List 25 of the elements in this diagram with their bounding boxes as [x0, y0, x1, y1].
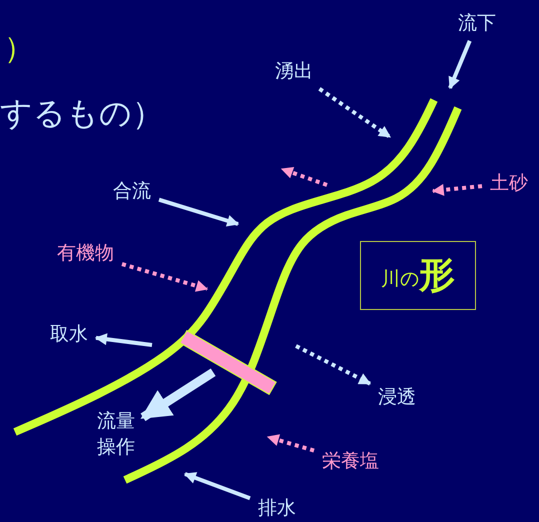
- arrow: [140, 368, 216, 422]
- flow-label: 有機物: [57, 242, 114, 265]
- flow-label: 浸透: [378, 386, 416, 409]
- arrow: [295, 344, 372, 386]
- flow-label: 合流: [113, 180, 151, 203]
- flow-label: 湧出: [275, 60, 313, 83]
- arrow: [266, 434, 315, 453]
- flow-label: 取水: [50, 323, 88, 346]
- arrow: [448, 40, 472, 90]
- heading-fragment: するもの）: [0, 93, 164, 134]
- arrow: [94, 333, 152, 347]
- title-box: [360, 241, 476, 310]
- arrow: [184, 472, 251, 500]
- arrow: [121, 262, 208, 292]
- arrow: [432, 184, 482, 196]
- flow-label: 栄養塩: [322, 450, 379, 473]
- flow-label: 土砂: [490, 172, 528, 195]
- arrow: [158, 198, 240, 227]
- flow-label: 流量操作: [97, 409, 135, 460]
- flow-label: 流下: [458, 12, 496, 35]
- flow-label: 排水: [258, 497, 296, 520]
- arrow: [318, 87, 392, 139]
- box-heading: 形: [419, 254, 455, 298]
- box-text: 川の: [381, 268, 419, 290]
- heading-fragment: ）: [4, 30, 34, 68]
